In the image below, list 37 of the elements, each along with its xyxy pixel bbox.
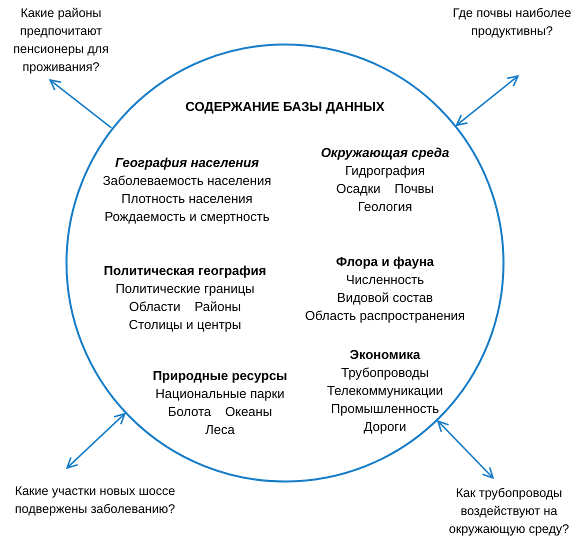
data-layer-text: Осадки [336, 180, 381, 198]
data-layer-text: Геология [358, 198, 412, 216]
data-layer-text: Численность [346, 271, 424, 289]
data-layer-text: Заболеваемость населения [102, 172, 272, 190]
data-layer-text: Болота [168, 403, 212, 421]
data-layer-text: Промышленность [330, 400, 440, 418]
circle-title: СОДЕРЖАНИЕ БАЗЫ ДАННЫХ [184, 98, 386, 116]
data-layer-text: Национальные парки [155, 385, 285, 403]
data-layer-text: Океаны [225, 403, 272, 421]
arrow [456, 75, 519, 126]
data-layer-text: Видовой состав [337, 289, 433, 307]
data-layer-text: Столицы и центры [128, 316, 242, 334]
question-text: Какие участки новых шоссе подвержены заболеванию? [14, 483, 176, 518]
category-heading: Природные ресурсы [152, 367, 288, 385]
question-text: Как трубопроводы воздействуют на окружающую среду? [448, 485, 570, 538]
data-layer-text: Политические границы [115, 280, 255, 298]
category-heading: Окружающая среда [320, 144, 450, 162]
data-layer-text: Гидрография [345, 162, 425, 180]
data-layer-text: Трубопроводы [341, 364, 429, 382]
data-layer-text: Области [129, 298, 181, 316]
data-layer-text: Рождаемость и смертность [104, 208, 270, 226]
arrow [437, 420, 494, 479]
data-layer-text: Почвы [394, 180, 434, 198]
data-layer-text: Леса [205, 421, 235, 439]
category-heading: География населения [115, 154, 259, 172]
data-layer-text: Дороги [364, 418, 406, 436]
data-layer-text: Районы [194, 298, 241, 316]
category-heading: Флора и фауна [336, 253, 434, 271]
data-layer-text: Плотность населения [121, 190, 253, 208]
question-text: Какие районы предпочитают пенсионеры для проживания? [12, 5, 110, 76]
category-heading: Экономика [350, 346, 420, 364]
category-heading: Политическая география [104, 262, 266, 280]
arrow [49, 79, 112, 128]
data-layer-text: Область распространения [305, 307, 465, 325]
question-text: Где почвы наиболее продуктивны? [452, 5, 572, 40]
data-layer-text: Телекоммуникации [326, 382, 444, 400]
arrow [66, 412, 126, 469]
